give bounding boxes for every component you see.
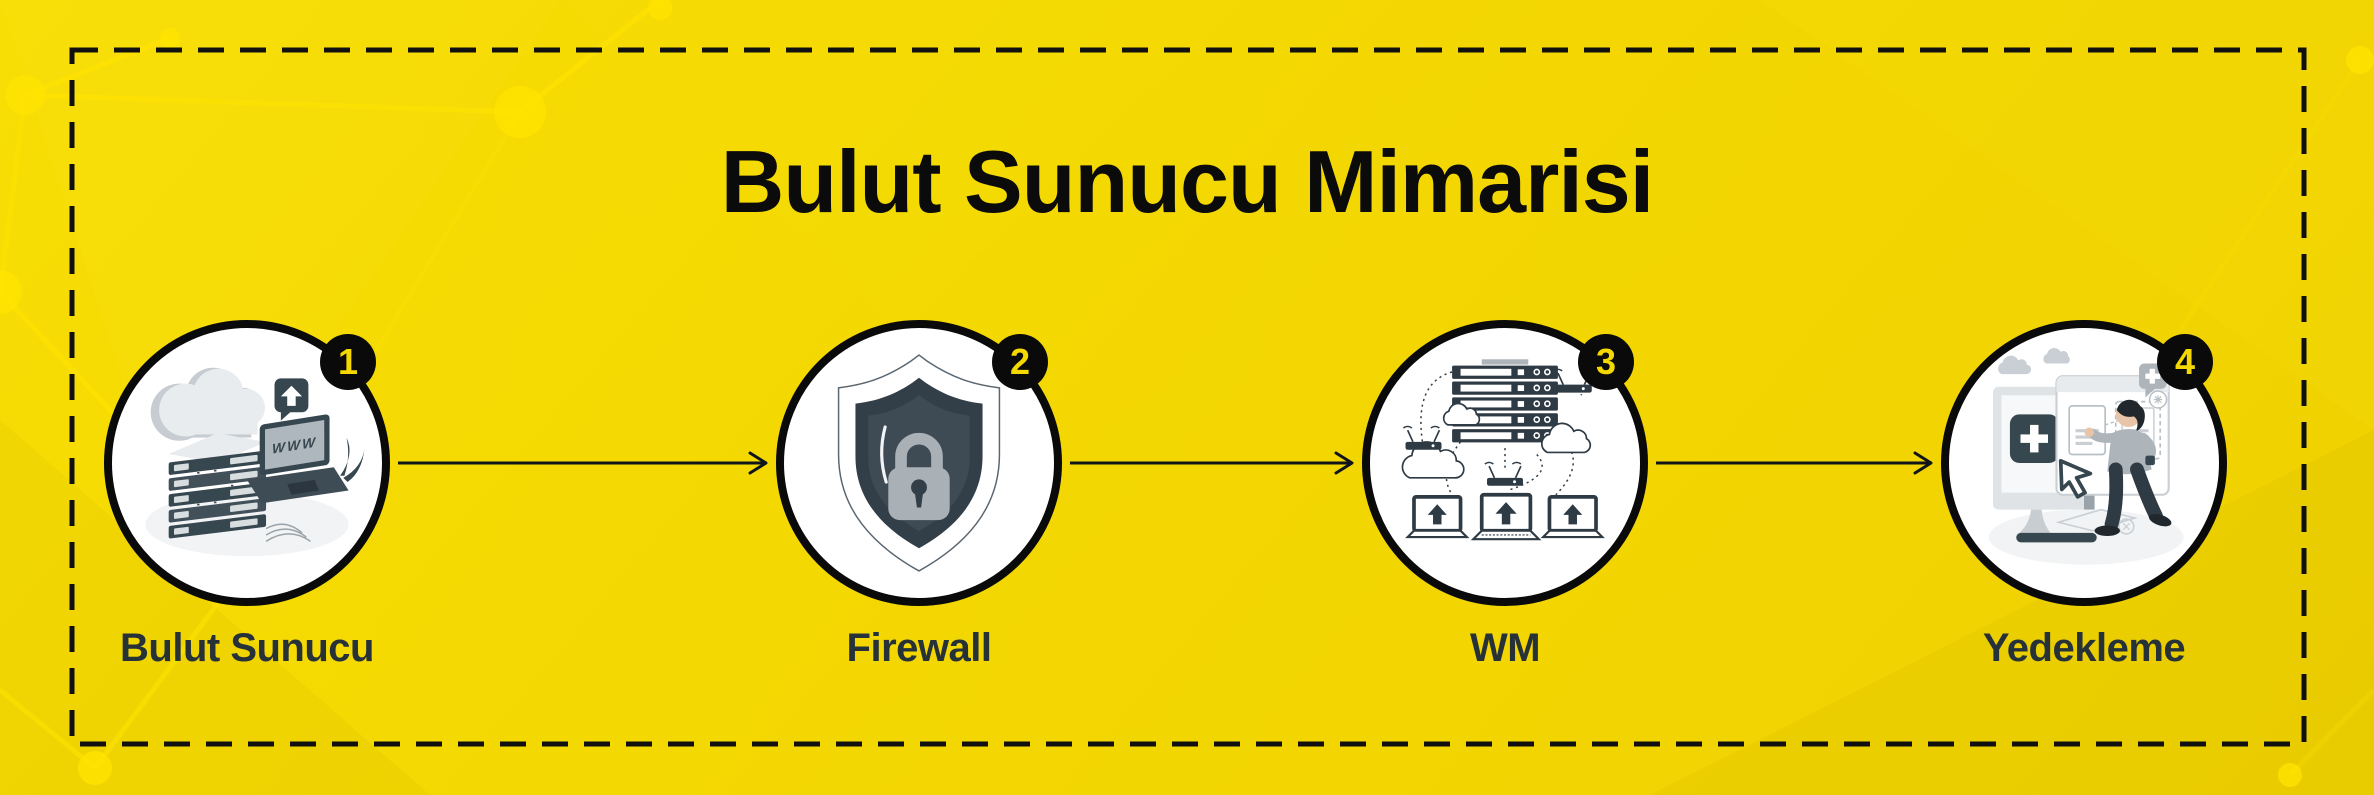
step-yedekleme: 4 Yedekleme [1941, 320, 2227, 671]
flow-arrow-3 [1656, 451, 1933, 475]
step-number-badge-2: 2 [992, 334, 1048, 390]
cloud-decor-icon [1998, 348, 2070, 375]
server-stack-icon [168, 433, 267, 539]
shield-icon [837, 354, 1001, 572]
step-label-3: WM [1469, 626, 1541, 670]
connection-wires [265, 523, 311, 542]
step-number-badge-4: 4 [2157, 334, 2213, 390]
flow-arrow-1 [398, 451, 768, 475]
shield-lock-illustration [837, 354, 1001, 572]
upload-icon [274, 378, 309, 421]
lock-icon [888, 432, 950, 521]
backup-screen-person-illustration [1988, 348, 2184, 565]
step-firewall: 2 Firewall [776, 320, 1062, 671]
server-rack-icon [1452, 359, 1558, 443]
cloud-outline-icon [1401, 402, 1592, 479]
flow-arrow-2 [1070, 451, 1354, 475]
step-number-badge-1: 1 [320, 334, 376, 390]
laptop-icon: WWW [247, 414, 349, 504]
person-figure [2084, 399, 2172, 537]
step-label-4: Yedekleme [1982, 626, 2186, 670]
step-label-1: Bulut Sunucu [120, 626, 374, 670]
step-wm: 3 WM [1362, 320, 1648, 671]
folder-outline-icon [2055, 508, 2138, 535]
cursor-icon [2058, 459, 2093, 499]
router-icon [1402, 368, 1592, 486]
cloud-server-upload-illustration: WWW [145, 367, 365, 557]
step-bulut-sunucu: WWW 1 Bulut Sunucu [104, 320, 390, 671]
cloud-icon [150, 367, 265, 441]
laptop-upload-icon [1405, 492, 1605, 541]
step-number-badge-3: 3 [1578, 334, 1634, 390]
page-title: Bulut Sunucu Mimarisi [720, 132, 1654, 231]
server-network-laptops-illustration [1401, 359, 1605, 541]
plant-icon [340, 437, 365, 483]
step-label-2: Firewall [846, 626, 992, 670]
laptop-screen-text: WWW [272, 434, 317, 457]
